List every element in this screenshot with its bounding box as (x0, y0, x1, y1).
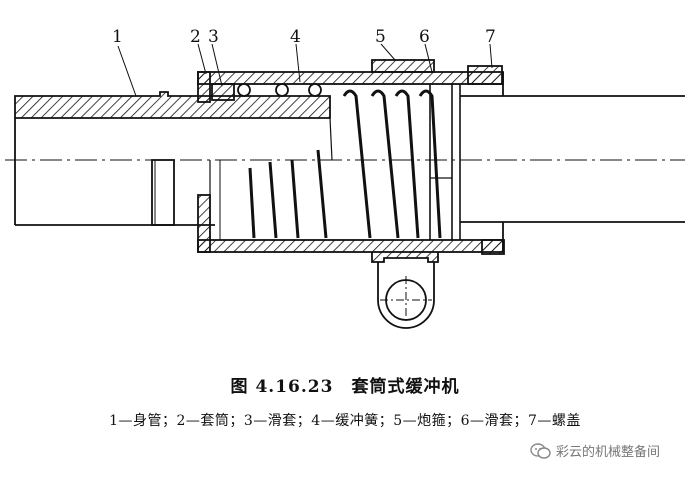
watermark-text: 彩云的机械整备间 (555, 445, 660, 460)
ball-bearings (237, 83, 322, 97)
buffer-spring (248, 89, 442, 239)
figure-legend: 1—身管；2—套筒；3—滑套；4—缓冲簧；5—炮箍；6—滑套；7—螺盖 (109, 413, 581, 429)
figure-title: 图 4.16.23 套筒式缓冲机 (230, 377, 460, 397)
barrel (14, 91, 333, 226)
label-part-6: 6 (419, 27, 430, 47)
label-part-2: 2 (190, 27, 201, 47)
slide-sleeve-left (211, 83, 235, 101)
watermark: 彩云的机械整备间 (530, 441, 660, 460)
barrel-collar (151, 159, 175, 226)
sleeve-housing (197, 71, 504, 253)
label-part-4: 4 (290, 27, 301, 47)
barrel-wall-hatch (14, 91, 331, 119)
wechat-icon (530, 442, 551, 459)
slide-sleeve-right (429, 84, 461, 240)
label-part-7: 7 (485, 27, 496, 47)
right-tube (460, 95, 685, 223)
threaded-cap (467, 65, 505, 255)
leader-lines (117, 43, 493, 97)
label-part-3: 3 (208, 27, 219, 47)
label-part-5: 5 (375, 27, 386, 47)
label-part-1: 1 (112, 27, 123, 47)
barrel-clamp (371, 59, 439, 329)
